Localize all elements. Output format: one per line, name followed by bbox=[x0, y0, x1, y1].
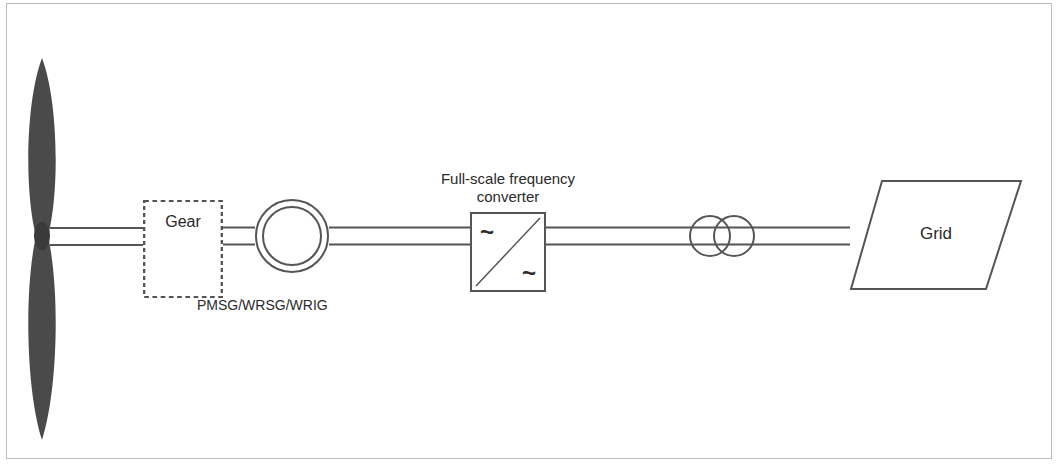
shaft-connector bbox=[223, 228, 255, 245]
grid-node: Grid bbox=[850, 180, 1022, 290]
converter-title: Full-scale frequency converter bbox=[430, 170, 586, 206]
grid-outline bbox=[851, 181, 1021, 289]
rotor-hub bbox=[34, 222, 50, 250]
generator-outer bbox=[256, 200, 328, 272]
shaft-connector bbox=[329, 228, 470, 245]
generator-type-label: PMSG/WRSG/WRIG bbox=[197, 297, 328, 314]
generator-outline bbox=[255, 199, 329, 273]
connector-line bbox=[329, 227, 470, 229]
ac-symbol: ~ bbox=[522, 259, 536, 288]
connector-line bbox=[223, 227, 255, 229]
connector-line bbox=[546, 244, 850, 246]
generator-node: PMSG/WRSG/WRIG bbox=[255, 199, 329, 273]
transformer-winding bbox=[714, 216, 754, 256]
generator-inner bbox=[263, 207, 321, 265]
rotor-shaft bbox=[50, 244, 143, 246]
converter-node: Full-scale frequency converter~~ bbox=[470, 212, 546, 292]
connector-line bbox=[329, 244, 470, 246]
connector-line bbox=[223, 244, 255, 246]
shaft-connector bbox=[546, 228, 850, 245]
rotor-blade bbox=[28, 58, 55, 440]
rotor-shaft bbox=[50, 227, 143, 229]
gear-node: Gear bbox=[143, 200, 223, 298]
grid-label: Grid bbox=[850, 224, 1022, 244]
ac-symbol: ~ bbox=[480, 218, 494, 247]
transformer-winding bbox=[690, 216, 730, 256]
connector-line bbox=[546, 227, 850, 229]
gear-label: Gear bbox=[143, 212, 223, 231]
converter-box bbox=[471, 213, 545, 291]
